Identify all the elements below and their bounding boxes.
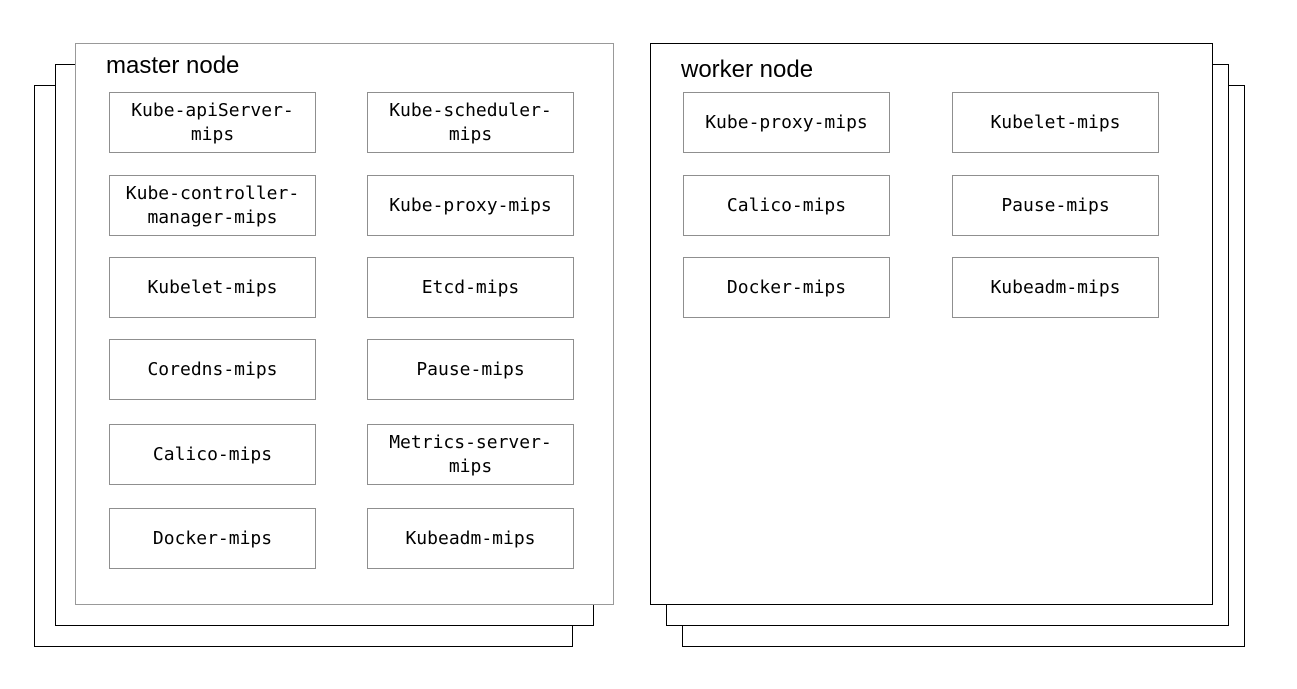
box-label: Pause-mips [1001, 194, 1110, 216]
worker-node-panel: worker node Kube-proxy-mips Kubelet-mips… [650, 43, 1213, 605]
box-etcd-mips: Etcd-mips [367, 257, 574, 318]
box-kubelet-mips: Kubelet-mips [952, 92, 1159, 153]
box-pause-mips: Pause-mips [952, 175, 1159, 236]
box-label: Kubelet-mips [147, 276, 278, 298]
box-coredns-mips: Coredns-mips [109, 339, 316, 400]
box-kube-proxy-mips: Kube-proxy-mips [683, 92, 890, 153]
box-calico-mips: Calico-mips [109, 424, 316, 485]
box-label: Kubeadm-mips [405, 527, 536, 549]
worker-node-title: worker node [681, 56, 814, 83]
box-label: Calico-mips [726, 194, 847, 216]
master-node-panel: master node Kube-apiServer-mips Kube-sch… [75, 43, 614, 605]
box-label: Kube-controller-manager-mips [125, 182, 300, 228]
box-kube-proxy-mips: Kube-proxy-mips [367, 175, 574, 236]
box-pause-mips: Pause-mips [367, 339, 574, 400]
box-label: Pause-mips [416, 358, 525, 380]
box-docker-mips: Docker-mips [109, 508, 316, 569]
box-label: Kubelet-mips [990, 111, 1121, 133]
box-label: Calico-mips [152, 443, 273, 465]
box-kubeadm-mips: Kubeadm-mips [367, 508, 574, 569]
box-label: Metrics-server-mips [389, 431, 552, 477]
box-label: Kube-proxy-mips [705, 111, 868, 133]
box-docker-mips: Docker-mips [683, 257, 890, 318]
box-label: Docker-mips [152, 527, 273, 549]
box-label: Kubeadm-mips [990, 276, 1121, 298]
box-calico-mips: Calico-mips [683, 175, 890, 236]
box-label: Kube-scheduler-mips [389, 99, 552, 145]
box-label: Kube-apiServer-mips [131, 99, 294, 145]
box-label: Coredns-mips [147, 358, 278, 380]
box-label: Kube-proxy-mips [389, 194, 552, 216]
box-label: Etcd-mips [421, 276, 520, 298]
box-metrics-server-mips: Metrics-server-mips [367, 424, 574, 485]
box-kube-scheduler-mips: Kube-scheduler-mips [367, 92, 574, 153]
box-label: Docker-mips [726, 276, 847, 298]
box-kube-apiserver-mips: Kube-apiServer-mips [109, 92, 316, 153]
box-kubelet-mips: Kubelet-mips [109, 257, 316, 318]
box-kube-controller-manager-mips: Kube-controller-manager-mips [109, 175, 316, 236]
master-node-title: master node [106, 52, 240, 79]
box-kubeadm-mips: Kubeadm-mips [952, 257, 1159, 318]
